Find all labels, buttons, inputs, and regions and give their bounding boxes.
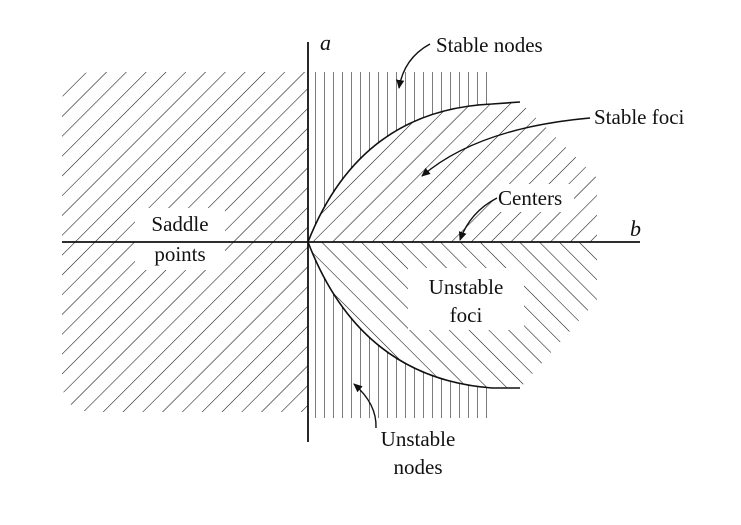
unstable-nodes-arrow xyxy=(353,383,377,429)
unstable-nodes-label-line2: nodes xyxy=(394,455,443,479)
saddle-points-label: Saddle points xyxy=(151,212,208,266)
unstable-nodes-region xyxy=(308,242,492,418)
centers-label: Centers xyxy=(498,186,562,210)
stable-nodes-label: Stable nodes xyxy=(436,33,543,57)
saddle-points-label-line2: points xyxy=(154,242,205,266)
centers-arrow xyxy=(458,197,498,241)
unstable-foci-label-line2: foci xyxy=(450,303,483,327)
unstable-nodes-label-line1: Unstable xyxy=(381,427,456,451)
stable-foci-arrow xyxy=(421,117,591,177)
stable-nodes-region xyxy=(308,72,492,242)
unstable-foci-label-line1: Unstable xyxy=(429,275,504,299)
stable-foci-label: Stable foci xyxy=(594,105,685,129)
stable-nodes-arrow xyxy=(396,43,431,89)
unstable-nodes-label: Unstable nodes xyxy=(381,427,456,479)
saddle-points-label-line1: Saddle xyxy=(151,212,208,236)
unstable-foci-label: Unstable foci xyxy=(429,275,504,327)
axis-a-label: a xyxy=(320,30,331,55)
axis-b-label: b xyxy=(630,216,641,241)
